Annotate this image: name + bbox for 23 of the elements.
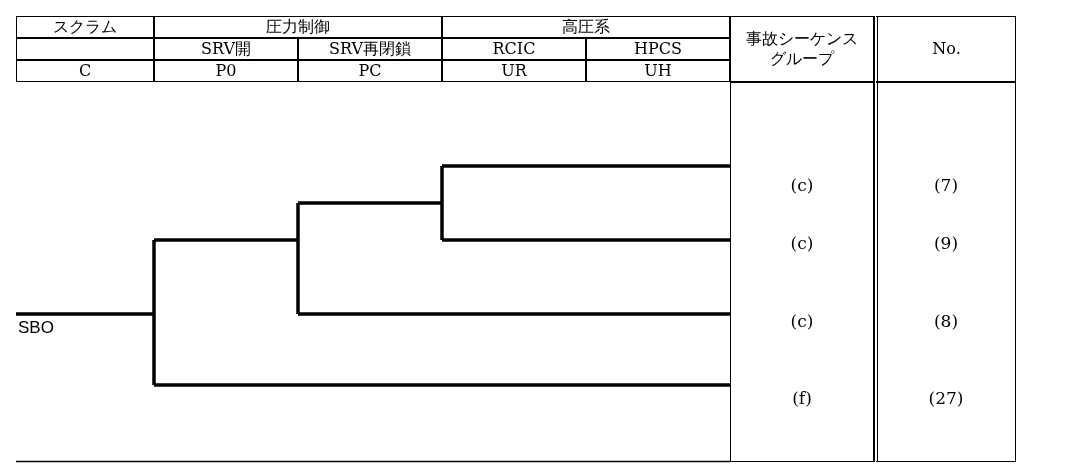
sequence-number: (27) [928, 388, 964, 408]
header-cell: SRV開 [154, 38, 298, 60]
header-cell: 圧力制御 [154, 16, 442, 38]
sequence-group-label: (c) [790, 233, 814, 253]
sequence-number: (8) [933, 311, 959, 331]
header-cell: HPCS [586, 38, 730, 60]
header-cell: UR [442, 60, 586, 82]
header-cell: No. [874, 16, 1016, 82]
header-cell: RCIC [442, 38, 586, 60]
initiating-event-label: SBO [18, 318, 54, 338]
sequence-number: (7) [933, 175, 959, 195]
sequence-number: (9) [933, 233, 959, 253]
header-cell: C [16, 60, 154, 82]
header-cell: PC [298, 60, 442, 82]
header-cell: スクラム [16, 16, 154, 38]
header-cell: SRV再閉鎖 [298, 38, 442, 60]
header-cell: UH [586, 60, 730, 82]
header-cell: P0 [154, 60, 298, 82]
sequence-group-label: (c) [790, 175, 814, 195]
header-cell: 高圧系 [442, 16, 730, 38]
sequence-group-label: (c) [790, 311, 814, 331]
header-cell: 事故シーケンスグループ [730, 16, 874, 82]
sequence-group-label: (f) [792, 388, 812, 408]
